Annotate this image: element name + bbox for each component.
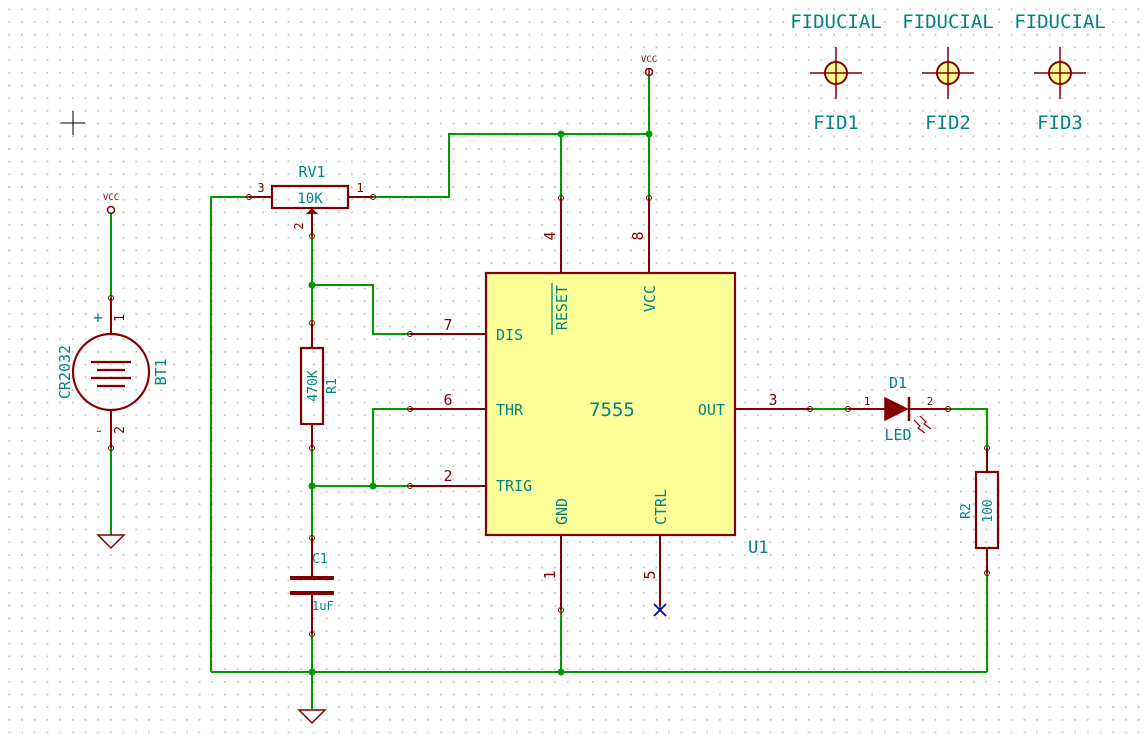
led-pin-number: 1: [864, 395, 871, 408]
junction: [369, 482, 377, 490]
junction: [557, 668, 565, 676]
ic-pin-number: 1: [541, 570, 559, 579]
battery-plus-sign: +: [93, 308, 103, 327]
led-value: LED: [884, 426, 911, 444]
junction: [308, 482, 316, 490]
ground-symbol-main[interactable]: [297, 698, 327, 725]
vcc-label: VCC: [103, 193, 119, 203]
fiducial-fid2[interactable]: FIDUCIAL FID2: [902, 11, 994, 134]
wires: [110, 76, 988, 698]
battery-minus-sign: -: [94, 421, 104, 440]
pot-pin-number: 2: [292, 222, 306, 229]
ic-pin-name: OUT: [698, 401, 725, 419]
vcc-label: VCC: [641, 55, 657, 65]
battery-pin-number: 2: [113, 426, 128, 434]
cursor-crosshair-icon: [61, 111, 85, 135]
r1-reference: R1: [325, 378, 340, 394]
wire-pot-pin3[interactable]: [210, 196, 249, 672]
wire-led-r2[interactable]: [948, 408, 988, 448]
ic-pin-name: RESET: [553, 285, 571, 330]
ic-pin-number: 8: [629, 231, 647, 240]
ic-pin-name: TRIG: [496, 477, 532, 495]
led-emission-icon: [913, 419, 926, 434]
resistor-r1[interactable]: 470K R1: [299, 320, 340, 451]
battery-bt1[interactable]: + - 1 2 CR2032 BT1: [56, 295, 170, 451]
ic-pin-name: CTRL: [652, 489, 670, 525]
junction: [557, 130, 565, 138]
r2-value: 100: [981, 499, 996, 522]
vcc-power-symbol-battery[interactable]: VCC: [103, 193, 119, 215]
ic-u1-7555[interactable]: 7 6 2 3 4 8 1 5 DIS THR TRIG OUT RESET V…: [407, 195, 813, 613]
pot-reference: RV1: [298, 163, 325, 181]
ic-pin-number: 4: [541, 231, 559, 240]
battery-reference: BT1: [152, 358, 170, 385]
ic-body: [484, 271, 737, 537]
pot-pin-number: 3: [257, 181, 264, 195]
ic-pin-number: 2: [443, 467, 452, 485]
ic-pin-name: GND: [553, 498, 571, 525]
led-d1[interactable]: 1 2 D1 LED: [845, 374, 951, 444]
c1-value: 1uF: [312, 599, 334, 613]
ic-pin-number: 6: [443, 391, 452, 409]
resistor-r2[interactable]: 100 R2: [959, 445, 1000, 576]
c1-reference: C1: [312, 552, 328, 567]
fiducial-fid3[interactable]: FIDUCIAL FID3: [1014, 11, 1106, 134]
r1-value: 470K: [306, 370, 321, 401]
r2-reference: R2: [959, 503, 974, 519]
ic-pin-name: DIS: [496, 326, 523, 344]
no-connect-marker-icon[interactable]: [653, 603, 667, 617]
fiducial-label: FIDUCIAL: [1014, 11, 1106, 33]
junction: [308, 281, 316, 289]
led-reference: D1: [889, 374, 907, 392]
fiducial-reference: FID3: [1037, 112, 1083, 134]
ic-pin-name: THR: [496, 401, 524, 419]
battery-value: CR2032: [56, 345, 74, 399]
junction: [308, 668, 316, 676]
ic-reference: U1: [748, 538, 768, 558]
wire-dis[interactable]: [312, 284, 410, 335]
junctions: [308, 130, 653, 676]
wire-thr[interactable]: [372, 408, 410, 486]
capacitor-c1[interactable]: C1 1uF: [290, 535, 334, 637]
ic-pin-name: VCC: [641, 285, 659, 312]
junction: [645, 130, 653, 138]
wire-vcc-top[interactable]: [373, 133, 649, 198]
ground-symbol-battery[interactable]: [96, 534, 126, 550]
fiducial-reference: FID1: [813, 112, 859, 134]
fiducial-reference: FID2: [925, 112, 971, 134]
fiducial-fid1[interactable]: FIDUCIAL FID1: [790, 11, 882, 134]
pot-value: 10K: [297, 191, 323, 207]
fiducial-label: FIDUCIAL: [790, 11, 882, 33]
ic-pin-number: 5: [641, 570, 659, 579]
led-pin-number: 2: [927, 395, 934, 408]
ic-pin-number: 7: [443, 316, 452, 334]
pot-pin-number: 1: [356, 181, 363, 195]
ic-value: 7555: [589, 399, 635, 421]
battery-pin-number: 1: [113, 314, 128, 322]
led-emission-icon: [919, 415, 932, 430]
potentiometer-rv1[interactable]: RV1 10K 3 1 2: [246, 163, 376, 239]
vcc-power-symbol-main[interactable]: VCC: [641, 55, 657, 77]
ic-pin-number: 3: [768, 391, 777, 409]
fiducial-label: FIDUCIAL: [902, 11, 994, 33]
